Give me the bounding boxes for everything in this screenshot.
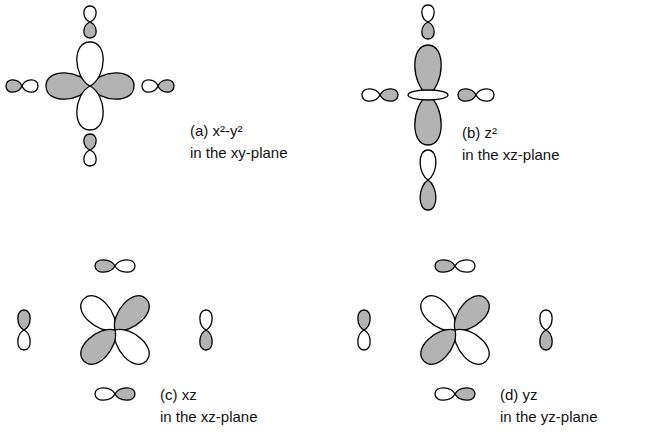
p-lobe	[95, 260, 115, 272]
orbital-lobe	[415, 45, 441, 95]
dz2-orbital	[408, 45, 448, 145]
orbital-label: (b) z²	[462, 124, 497, 142]
p-lobe	[455, 388, 475, 400]
p-lobe	[476, 89, 494, 101]
p-lobe	[18, 330, 30, 350]
p-lobe	[115, 388, 135, 400]
p-lobe	[115, 260, 135, 272]
p-lobe	[84, 134, 96, 150]
p-lobe	[6, 80, 22, 92]
p-lobe	[455, 260, 475, 272]
p-lobe	[540, 330, 552, 350]
p-lobe	[362, 89, 380, 101]
plane-label: in the yz-plane	[500, 408, 598, 426]
p-lobe	[18, 310, 30, 330]
p-lobe	[422, 5, 434, 22]
p-lobe	[84, 6, 96, 22]
ligand-p-orbitals	[6, 6, 174, 166]
dx2y2-orbital	[46, 42, 134, 130]
p-lobe	[458, 89, 476, 101]
p-lobe	[435, 388, 455, 400]
orbital-lobe	[415, 321, 464, 370]
p-lobe	[158, 80, 174, 92]
p-lobe	[358, 310, 370, 330]
p-lobe	[142, 80, 158, 92]
p-lobe	[422, 22, 434, 39]
plane-label: in the xy-plane	[190, 144, 288, 162]
p-lobe	[95, 388, 115, 400]
p-lobe	[420, 180, 436, 210]
dyz-orbital	[415, 290, 495, 370]
p-lobe	[200, 330, 212, 350]
orbital-label: (c) xz	[160, 386, 197, 404]
orbital-torus	[408, 90, 448, 100]
p-lobe	[84, 22, 96, 38]
dxz-orbital	[75, 290, 155, 370]
ligand-p-orbitals	[18, 260, 212, 400]
p-lobe	[84, 150, 96, 166]
orbital-lobe	[77, 42, 103, 86]
p-lobe	[420, 150, 436, 180]
plane-label: in the xz-plane	[462, 146, 560, 164]
p-lobe	[22, 80, 38, 92]
p-lobe	[358, 330, 370, 350]
p-lobe	[380, 89, 398, 101]
plane-label: in the xz-plane	[160, 408, 258, 426]
p-lobe	[540, 310, 552, 330]
orbital-lobe	[415, 95, 441, 145]
orbital-label: (a) x²-y²	[190, 122, 243, 140]
p-lobe	[435, 260, 455, 272]
orbital-label: (d) yz	[500, 386, 538, 404]
orbital-lobe	[77, 86, 103, 130]
ligand-p-orbitals	[362, 5, 494, 210]
orbital-lobe	[75, 321, 124, 370]
ligand-p-orbitals	[358, 260, 552, 400]
p-lobe	[200, 310, 212, 330]
